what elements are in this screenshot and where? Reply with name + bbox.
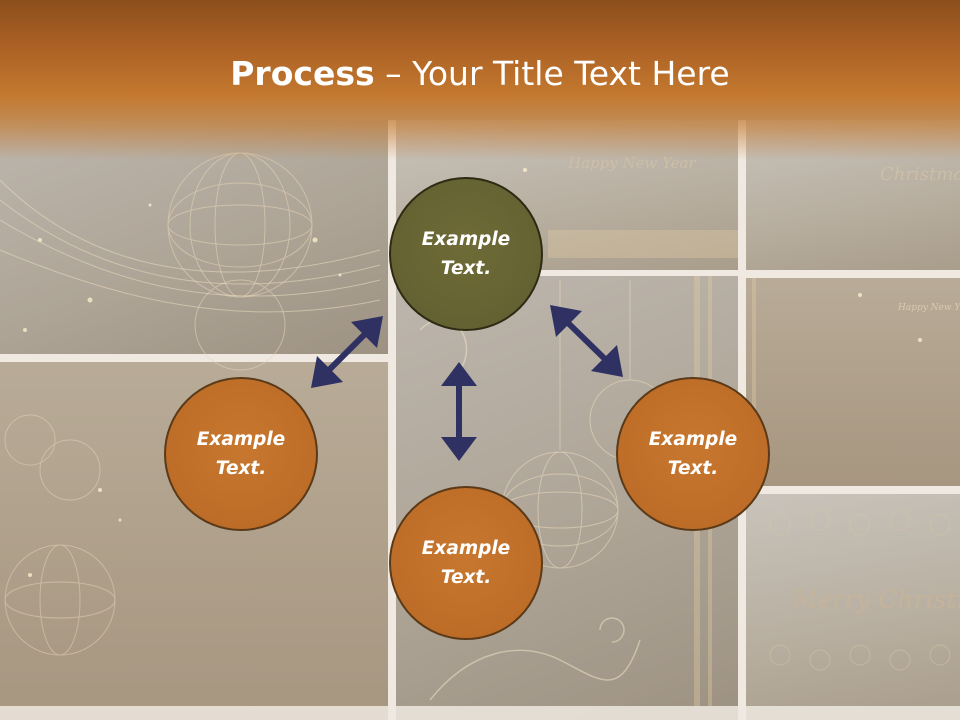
- background-script-text: Christmas: [880, 164, 960, 185]
- divider-horizontal-right-top: [746, 270, 960, 278]
- christmas-ball-icon: [4, 414, 116, 656]
- node-text: Example Text.: [421, 229, 511, 279]
- node-text: Example Text.: [648, 429, 738, 479]
- double-arrow-icon: [311, 316, 383, 388]
- divider-vertical-left: [388, 120, 396, 720]
- background-script-text: Merry Christmas: [791, 585, 960, 614]
- divider-bottom: [0, 706, 960, 720]
- sparkle-decoration: [23, 168, 922, 577]
- swoosh-decoration: [0, 179, 381, 313]
- double-arrow-icon: [550, 305, 623, 377]
- title-band: [0, 0, 960, 160]
- panel-right: [746, 278, 960, 486]
- node-text: Example Text.: [196, 429, 286, 479]
- page-title: Process – Your Title Text Here: [0, 52, 960, 96]
- divider-horizontal-center: [396, 270, 738, 276]
- double-arrow-icon: [441, 362, 477, 461]
- process-node-left[interactable]: Example Text.: [164, 377, 318, 531]
- background-script-text: Happy New Ye: [897, 303, 960, 313]
- process-node-bottom[interactable]: Example Text.: [389, 486, 543, 640]
- process-node-right[interactable]: Example Text.: [616, 377, 770, 531]
- node-text: Example Text.: [421, 538, 511, 588]
- divider-horizontal-right-bottom: [746, 486, 960, 494]
- title-rest: – Your Title Text Here: [374, 54, 730, 93]
- title-bold: Process: [230, 54, 375, 93]
- process-node-top[interactable]: Example Text.: [389, 177, 543, 331]
- divider-horizontal-left: [0, 354, 388, 362]
- swirl-pattern: [769, 509, 951, 671]
